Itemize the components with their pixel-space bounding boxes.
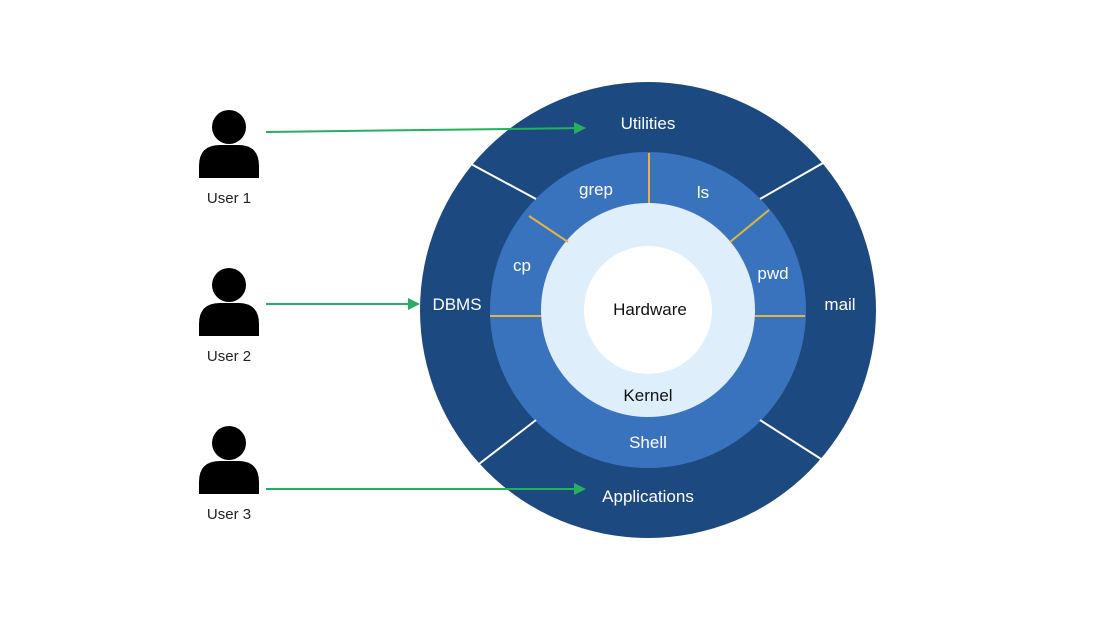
user-2-person-icon	[199, 268, 259, 336]
applications-label: Applications	[602, 487, 694, 506]
dbms-label: DBMS	[432, 295, 481, 314]
outer-divider-top-left	[470, 163, 537, 200]
user-3-person-icon	[199, 426, 259, 494]
utilities-label: Utilities	[621, 114, 676, 133]
outer-divider-bottom-right	[759, 419, 822, 460]
user-1-person-icon	[199, 110, 259, 178]
user-1: User 1	[199, 110, 259, 207]
user-2: User 2	[199, 268, 259, 365]
mail-label: mail	[824, 295, 855, 314]
shell-label: Shell	[629, 433, 667, 452]
shell-command-ls: ls	[697, 183, 709, 202]
user-3-label: User 3	[207, 506, 251, 523]
outer-divider-bottom-left	[478, 419, 537, 465]
hardware-label: Hardware	[613, 300, 687, 319]
shell-command-pwd: pwd	[757, 264, 788, 283]
user-3: User 3	[199, 426, 259, 523]
hardware-core	[584, 246, 712, 374]
shell-divider-upper-left	[528, 215, 569, 243]
user-2-label: User 2	[207, 348, 251, 365]
outer-divider-top-right	[759, 162, 824, 200]
user-1-label: User 1	[207, 190, 251, 207]
arrow-user1-to-utilities	[265, 122, 586, 135]
kernel-label: Kernel	[623, 386, 672, 405]
shell-command-grep: grep	[579, 180, 613, 199]
outer-dividers	[470, 162, 824, 465]
shell-command-cp: cp	[513, 256, 531, 275]
shell-dividers	[490, 153, 805, 317]
shell-divider-upper-right	[729, 209, 770, 243]
